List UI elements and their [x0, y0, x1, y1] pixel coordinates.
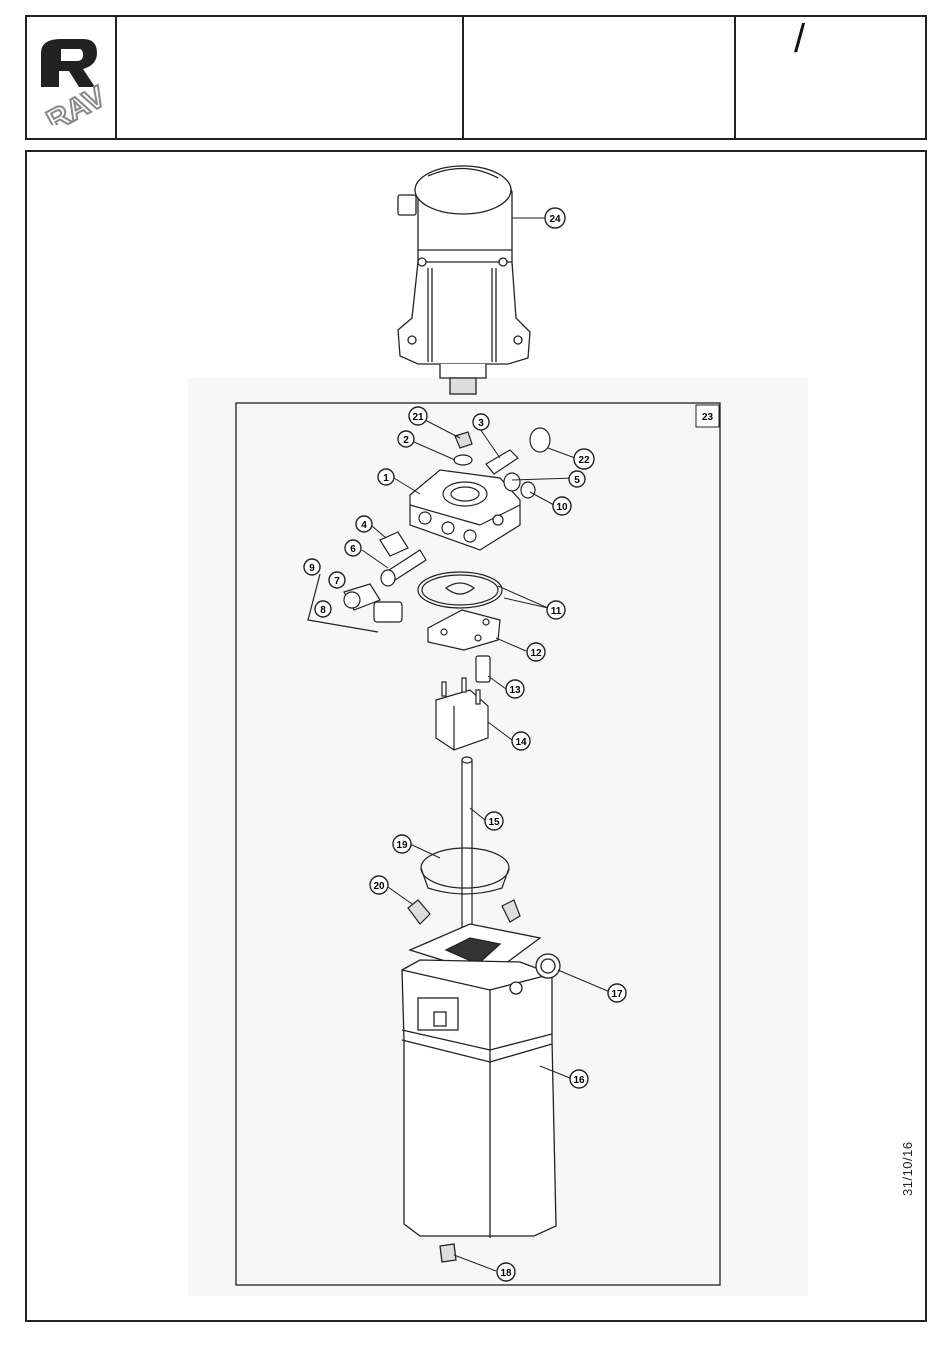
svg-text:10: 10: [556, 502, 568, 513]
callout-8: 8: [315, 601, 331, 617]
date-stamp: 31/10/16: [900, 1126, 915, 1196]
svg-text:13: 13: [509, 685, 521, 696]
svg-text:8: 8: [320, 605, 326, 616]
tank-drawing: [402, 924, 560, 1262]
svg-text:1: 1: [383, 473, 389, 484]
svg-text:7: 7: [334, 576, 340, 587]
callout-24: 24: [545, 208, 565, 228]
callout-17: 17: [608, 984, 626, 1002]
callout-4: 4: [356, 516, 372, 532]
callout-12: 12: [527, 643, 545, 661]
callout-7: 7: [329, 572, 345, 588]
svg-text:9: 9: [309, 563, 315, 574]
callout-20: 20: [370, 876, 388, 894]
callout-16: 16: [570, 1070, 588, 1088]
callout-5: 5: [569, 471, 585, 487]
svg-text:11: 11: [551, 606, 562, 617]
svg-text:4: 4: [361, 520, 367, 531]
callout-1: 1: [378, 469, 394, 485]
svg-text:20: 20: [373, 881, 385, 892]
svg-text:3: 3: [478, 418, 484, 429]
callout-9: 9: [304, 559, 320, 575]
callout-13: 13: [506, 680, 524, 698]
callout-18: 18: [497, 1263, 515, 1281]
svg-text:12: 12: [530, 648, 542, 659]
svg-text:19: 19: [396, 840, 408, 851]
svg-text:6: 6: [350, 544, 356, 555]
callout-11: 11: [547, 601, 565, 619]
svg-text:21: 21: [412, 412, 424, 423]
callout-10: 10: [553, 497, 571, 515]
svg-text:18: 18: [500, 1268, 512, 1279]
callout-14: 14: [512, 732, 530, 750]
svg-text:22: 22: [578, 455, 590, 466]
svg-text:5: 5: [574, 475, 580, 486]
callout-3: 3: [473, 414, 489, 430]
motor-drawing: [398, 166, 530, 394]
svg-text:14: 14: [515, 737, 527, 748]
assembly-label: 23: [702, 412, 714, 423]
callout-21: 21: [409, 407, 427, 425]
svg-text:15: 15: [488, 817, 500, 828]
callout-22: 22: [574, 449, 594, 469]
svg-text:17: 17: [611, 989, 623, 1000]
callout-15: 15: [485, 812, 503, 830]
callout-2: 2: [398, 431, 414, 447]
svg-text:2: 2: [403, 435, 409, 446]
svg-text:24: 24: [549, 214, 561, 225]
callout-6: 6: [345, 540, 361, 556]
svg-text:16: 16: [573, 1075, 585, 1086]
callout-19: 19: [393, 835, 411, 853]
